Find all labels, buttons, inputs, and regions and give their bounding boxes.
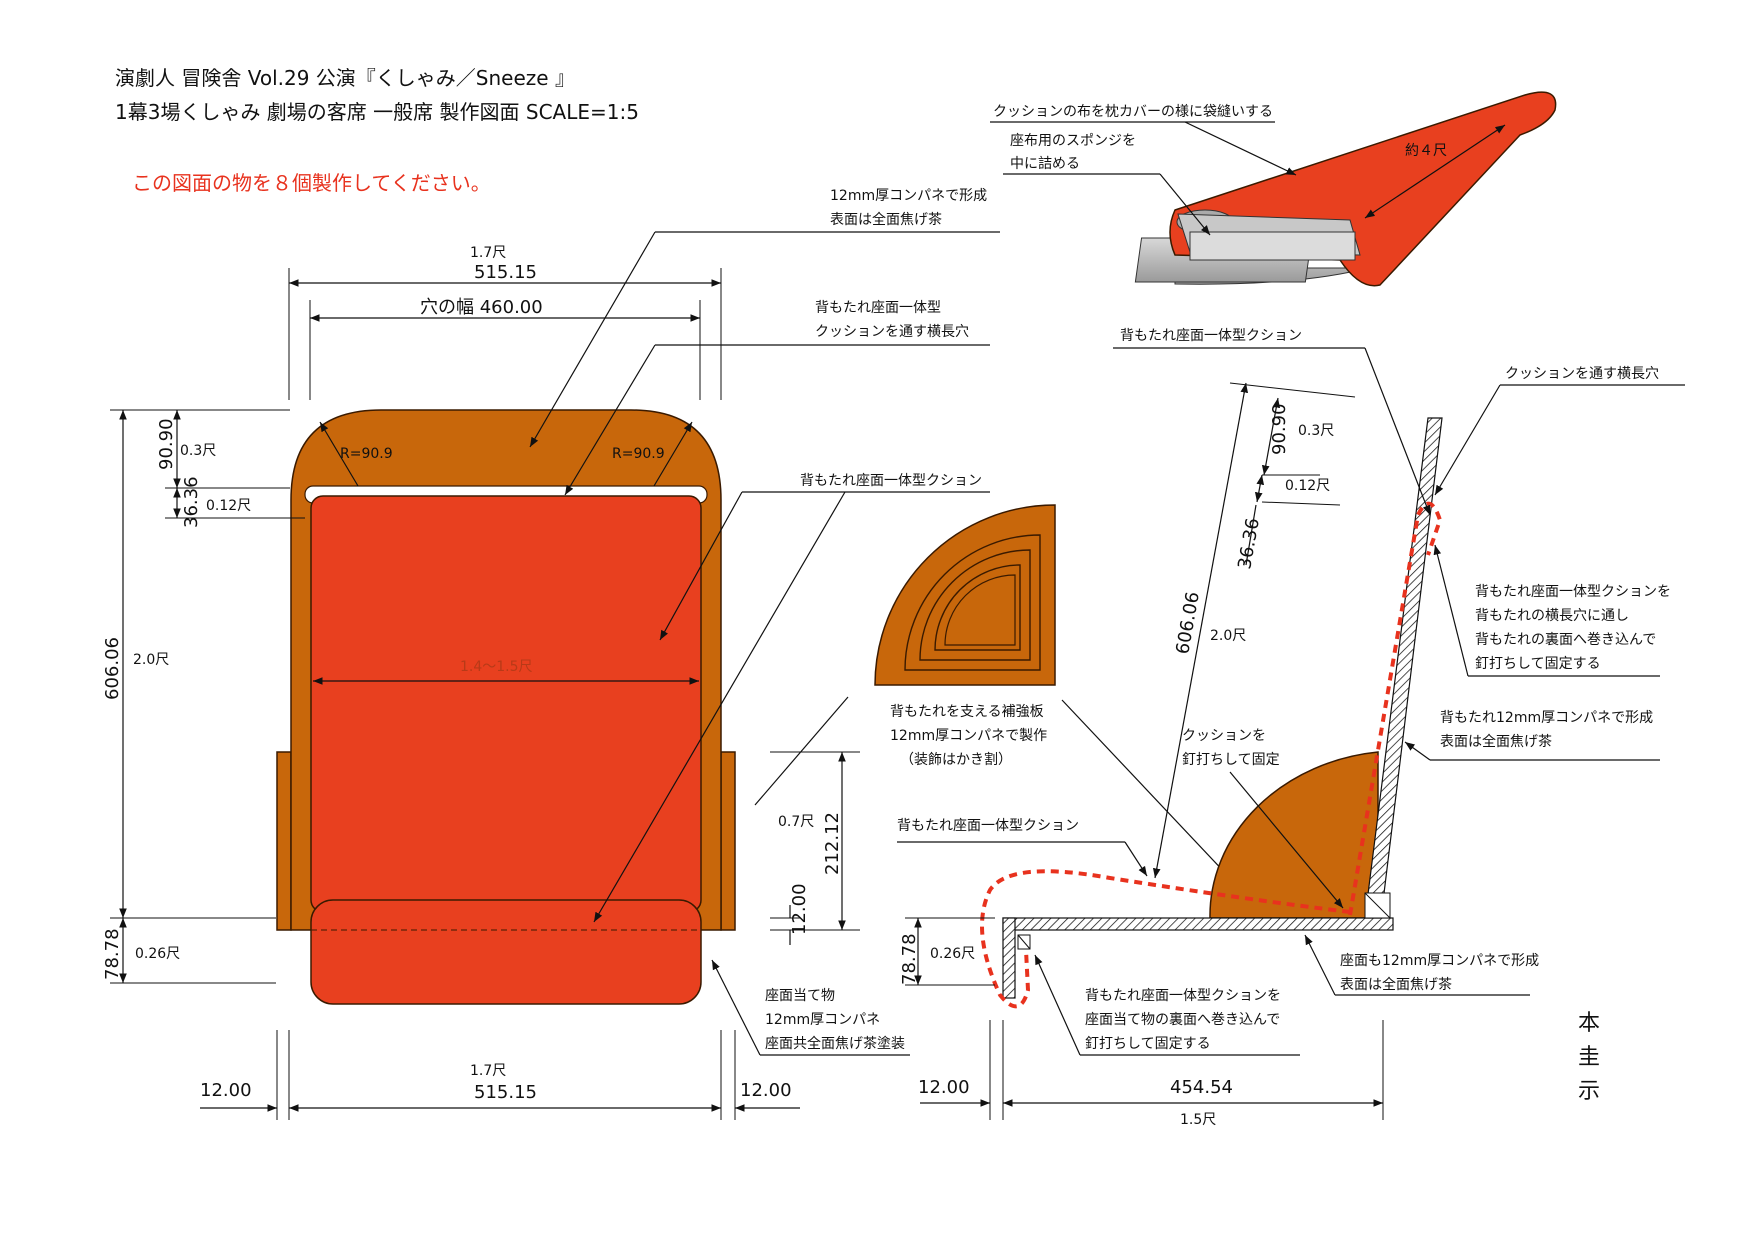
cushion-width-label: 1.4〜1.5尺 [460, 659, 533, 675]
stamp-char-2: 圭 [1578, 1045, 1600, 1070]
seat-board-note-1: 座面も12mm厚コンパネで形成 [1340, 953, 1539, 969]
hole-width: 穴の幅 460.00 [420, 297, 543, 318]
wrap-note-3: 背もたれの裏面へ巻き込んで [1475, 631, 1656, 648]
bottom-width: 515.15 [474, 1082, 537, 1103]
side-seat-board [1002, 917, 1394, 931]
bottom-shaku: 1.7尺 [470, 1063, 506, 1079]
instruction-note: この図面の物を８個製作してください。 [132, 171, 491, 195]
dim-9090: 90.90 [156, 418, 177, 470]
side-right: 12.00 [740, 1080, 792, 1101]
dim-012: 0.12尺 [206, 498, 251, 514]
sponge-note-2: 中に詰める [1010, 156, 1080, 172]
side-gusset [1209, 751, 1379, 919]
back-note-1: 背もたれ12mm厚コンパネで形成 [1440, 710, 1653, 726]
dim-026: 0.26尺 [135, 946, 180, 962]
side-dim-15: 1.5尺 [1180, 1112, 1216, 1128]
side-front-apron [1002, 917, 1016, 999]
length-label: 約４尺 [1405, 143, 1447, 159]
cushion-detail: クッションの布を枕カバーの様に袋縫いする 座布用のスポンジを 中に詰める 約４尺 [990, 91, 1557, 287]
dim-03: 0.3尺 [180, 443, 216, 459]
seat-note-1: 座面当て物 [765, 988, 835, 1004]
seat-cushion [310, 899, 702, 1005]
radius-right: R=90.9 [612, 446, 665, 462]
sew-note: クッションの布を枕カバーの様に袋縫いする [993, 104, 1273, 120]
side-cushion-mid-note: 背もたれ座面一体型クション [897, 818, 1079, 834]
nail-note-1: クッションを [1182, 728, 1266, 744]
title-line-2: 1幕3場くしゃみ 劇場の客席 一般席 製作図面 SCALE=1:5 [115, 100, 639, 124]
side-left: 12.00 [200, 1080, 252, 1101]
side-cushion-top-note: 背もたれ座面一体型クション [1120, 328, 1302, 344]
side-dim-3636: 36.36 [1234, 516, 1264, 570]
dim-1200-gusset: 12.00 [789, 883, 810, 935]
height-dim: 606.06 [102, 637, 123, 700]
seat-note-3: 座面共全面焦げ茶塗装 [765, 1035, 905, 1052]
dim-07: 0.7尺 [778, 814, 814, 830]
nail-note-2: 釘打ちして固定 [1182, 751, 1280, 768]
front-notes: 12mm厚コンパネで形成 表面は全面焦げ茶 背もたれ座面一体型 クッションを通す… [529, 188, 1000, 1056]
left-side-panel [276, 751, 292, 931]
side-dim-03: 0.3尺 [1298, 423, 1334, 439]
backrest-cushion [310, 495, 702, 913]
side-dim-9090: 90.90 [1269, 403, 1290, 455]
side-dim-1200: 12.00 [918, 1077, 970, 1098]
under-note-3: 釘打ちして固定する [1085, 1035, 1211, 1052]
front-view: R=90.9 R=90.9 1.4〜1.5尺 1.7尺 515.15 穴の幅 4… [102, 245, 800, 1120]
side-backrest-board [1364, 417, 1443, 919]
side-dim-026: 0.26尺 [930, 946, 975, 962]
gusset-note-1: 背もたれを支える補強板 [890, 704, 1044, 720]
side-dim-7878: 78.78 [899, 933, 920, 985]
back-note-2: 表面は全面焦げ茶 [1440, 733, 1552, 750]
slot-note-1: 背もたれ座面一体型 [815, 300, 941, 316]
gusset-note-2: 12mm厚コンパネで製作 [890, 728, 1047, 744]
side-dim-45454: 454.54 [1170, 1077, 1233, 1098]
dim-7878: 78.78 [102, 928, 123, 980]
side-cushion-path [980, 501, 1443, 1009]
sponge-note-1: 座布用のスポンジを [1010, 133, 1136, 149]
gusset-detail: 背もたれを支える補強板 12mm厚コンパネで製作 （装飾はかき割） 212.12… [754, 504, 1263, 945]
stamp-char-3: 示 [1578, 1079, 1600, 1104]
seat-board-note-2: 表面は全面焦げ茶 [1340, 976, 1452, 993]
designer-stamp: 本 圭 示 [1578, 1011, 1600, 1104]
dim-3636: 36.36 [181, 476, 202, 528]
plywood-note-1: 12mm厚コンパネで形成 [830, 188, 987, 204]
title-line-1: 演劇人 冒険舎 Vol.29 公演『くしゃみ／Sneeze 』 [115, 66, 575, 90]
side-dim-012: 0.12尺 [1285, 478, 1330, 494]
top-width: 515.15 [474, 262, 537, 283]
dim-21212: 212.12 [822, 812, 843, 875]
wrap-note-4: 釘打ちして固定する [1475, 655, 1601, 672]
plywood-note-2: 表面は全面焦げ茶 [830, 211, 942, 228]
height-shaku: 2.0尺 [133, 652, 169, 668]
side-slot-note: クッションを通す横長穴 [1505, 366, 1659, 382]
wrap-note-2: 背もたれの横長穴に通し [1475, 608, 1629, 624]
seat-note-2: 12mm厚コンパネ [765, 1012, 880, 1028]
gusset-note-3: （装飾はかき割） [900, 751, 1012, 768]
radius-left: R=90.9 [340, 446, 393, 462]
under-note-2: 座面当て物の裏面へ巻き込んで [1085, 1011, 1280, 1028]
top-shaku: 1.7尺 [470, 245, 506, 261]
slot-note-2: クッションを通す横長穴 [815, 324, 969, 340]
under-note-1: 背もたれ座面一体型クションを [1085, 988, 1281, 1004]
stamp-char-1: 本 [1578, 1011, 1600, 1036]
side-dim-20: 2.0尺 [1210, 628, 1246, 644]
right-side-panel [720, 751, 736, 931]
wrap-note-1: 背もたれ座面一体型クションを [1475, 584, 1671, 600]
side-view: 606.06 2.0尺 90.90 0.3尺 0.12尺 36.36 背もたれ座… [897, 328, 1685, 1128]
side-dim-60606: 606.06 [1172, 590, 1204, 656]
gusset-board [874, 504, 1056, 686]
cushion-note: 背もたれ座面一体型クション [800, 473, 982, 489]
